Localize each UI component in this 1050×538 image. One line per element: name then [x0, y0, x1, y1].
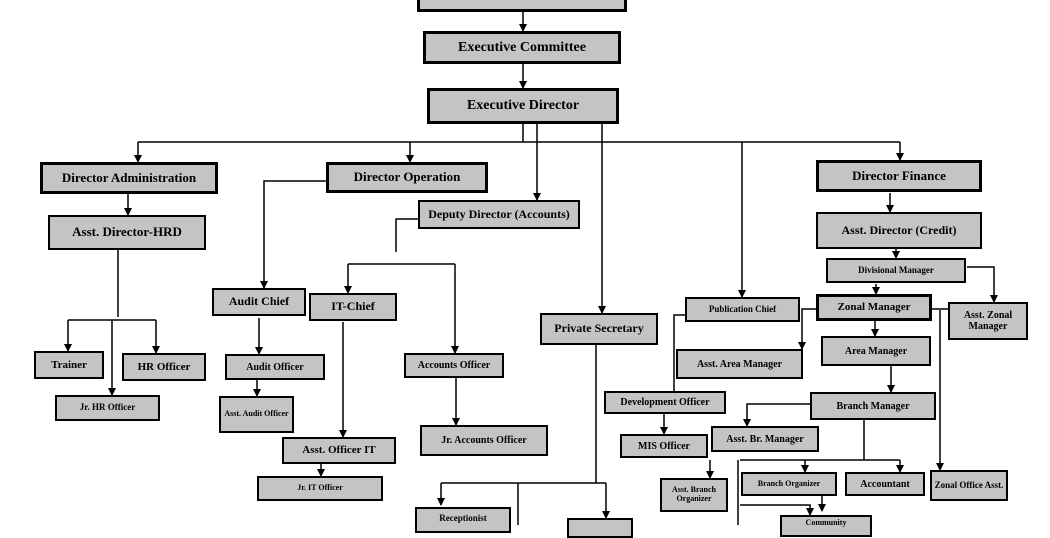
- asst-zonal-manager-box: Asst. Zonal Manager: [948, 302, 1028, 340]
- it-chief-box: IT-Chief: [309, 293, 397, 321]
- asst-director-hrd-box: Asst. Director-HRD: [48, 215, 206, 250]
- mis-officer-box: MIS Officer: [620, 434, 708, 458]
- divisional-manager-box: Divisional Manager: [826, 258, 966, 283]
- receptionist-box: Receptionist: [415, 507, 511, 533]
- publication-chief-box: Publication Chief: [685, 297, 800, 322]
- executive-committee-box: Executive Committee: [423, 31, 621, 64]
- hr-officer-box: HR Officer: [122, 353, 206, 381]
- org-chart: Executive Committee Executive Director D…: [34, 0, 1028, 538]
- cut-off-box-bottom: [567, 518, 633, 538]
- community-box: Community: [780, 515, 872, 537]
- branch-manager-box: Branch Manager: [810, 392, 936, 420]
- asst-area-manager-box: Asst. Area Manager: [676, 349, 803, 379]
- executive-director-box: Executive Director: [427, 88, 619, 124]
- director-operation-box: Director Operation: [326, 162, 488, 193]
- connector-lines: [64, 12, 998, 525]
- accounts-officer-box: Accounts Officer: [404, 353, 504, 378]
- asst-br-manager-box: Asst. Br. Manager: [711, 426, 819, 452]
- jr-it-officer-box: Jr. IT Officer: [257, 476, 383, 501]
- asst-branch-organizer-box: Asst. Branch Organizer: [660, 478, 728, 512]
- asst-director-credit-box: Asst. Director (Credit): [816, 212, 982, 249]
- private-secretary-box: Private Secretary: [540, 313, 658, 345]
- audit-officer-box: Audit Officer: [225, 354, 325, 380]
- zonal-manager-box: Zonal Manager: [816, 294, 932, 321]
- director-administration-box: Director Administration: [40, 162, 218, 194]
- trainer-box: Trainer: [34, 351, 104, 379]
- zonal-office-asst-box: Zonal Office Asst.: [930, 470, 1008, 501]
- jr-accounts-officer-box: Jr. Accounts Officer: [420, 425, 548, 456]
- audit-chief-box: Audit Chief: [212, 288, 306, 316]
- development-officer-box: Development Officer: [604, 391, 726, 414]
- area-manager-box: Area Manager: [821, 336, 931, 366]
- director-finance-box: Director Finance: [816, 160, 982, 192]
- branch-organizer-box: Branch Organizer: [741, 472, 837, 496]
- asst-audit-officer-box: Asst. Audit Officer: [219, 396, 294, 433]
- accountant-box: Accountant: [845, 472, 925, 496]
- asst-officer-it-box: Asst. Officer IT: [282, 437, 396, 464]
- deputy-director-accounts-box: Deputy Director (Accounts): [418, 200, 580, 229]
- top-node-box: [417, 0, 627, 12]
- jr-hr-officer-box: Jr. HR Officer: [55, 395, 160, 421]
